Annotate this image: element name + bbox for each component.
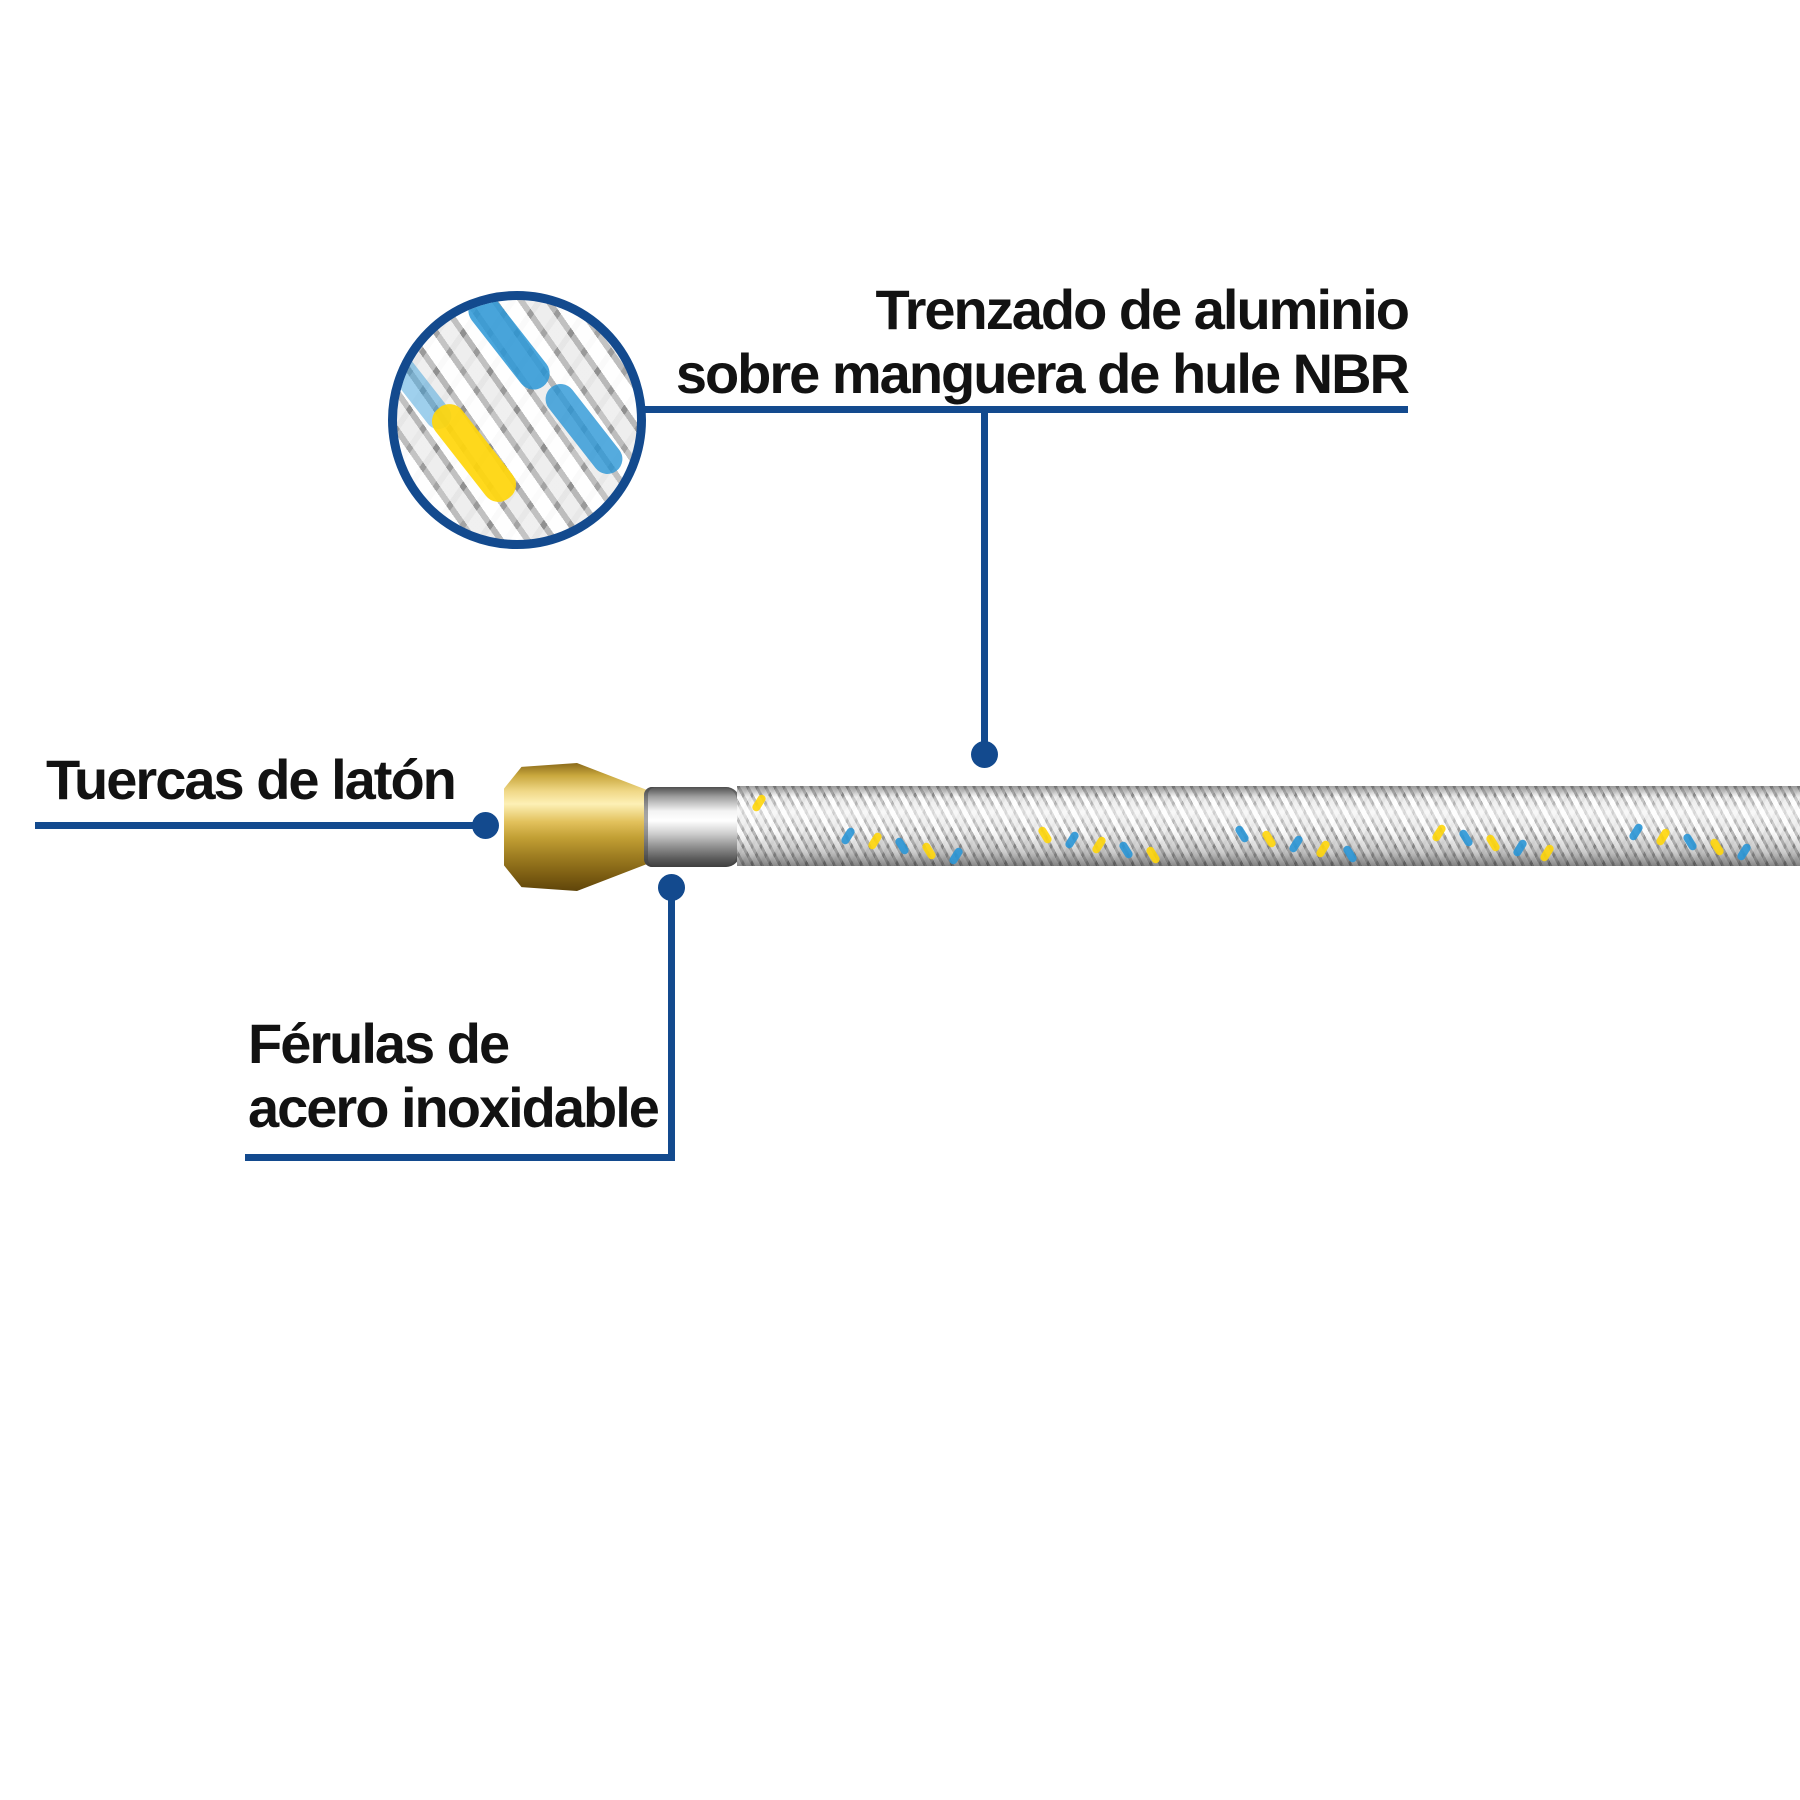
callout-braid-line-vertical (981, 406, 988, 758)
callout-ferrule-label-line1: Férulas de (248, 1012, 510, 1075)
callout-nut-label: Tuercas de latón (46, 748, 457, 812)
callout-ferrule-label-line2: acero inoxidable (248, 1076, 660, 1139)
callout-braid-dot (971, 741, 998, 768)
braid-zoom-inset (388, 291, 646, 549)
callout-ferrule-label: Férulas de acero inoxidable (248, 1012, 660, 1140)
braid-strand-blue (461, 300, 557, 396)
braid-strand-yellow (425, 397, 523, 509)
steel-ferrule (644, 787, 740, 867)
callout-ferrule-dot (658, 874, 685, 901)
callout-braid-label: Trenzado de aluminio sobre manguera de h… (675, 278, 1410, 406)
braid-strand-blue (539, 378, 629, 480)
callout-ferrule-line-horizontal (245, 1154, 675, 1161)
callout-braid-label-line2: sobre manguera de hule NBR (675, 342, 1410, 405)
callout-ferrule-line-vertical (668, 886, 675, 1161)
callout-braid-line-horizontal (642, 406, 1408, 413)
callout-nut-dot (472, 812, 499, 839)
callout-nut-line (35, 822, 483, 829)
brass-nut (504, 763, 650, 891)
callout-nut-label-line1: Tuercas de latón (46, 748, 457, 811)
callout-braid-label-line1: Trenzado de aluminio (875, 278, 1410, 341)
braided-hose (737, 786, 1800, 866)
hose-shading (737, 786, 1800, 866)
